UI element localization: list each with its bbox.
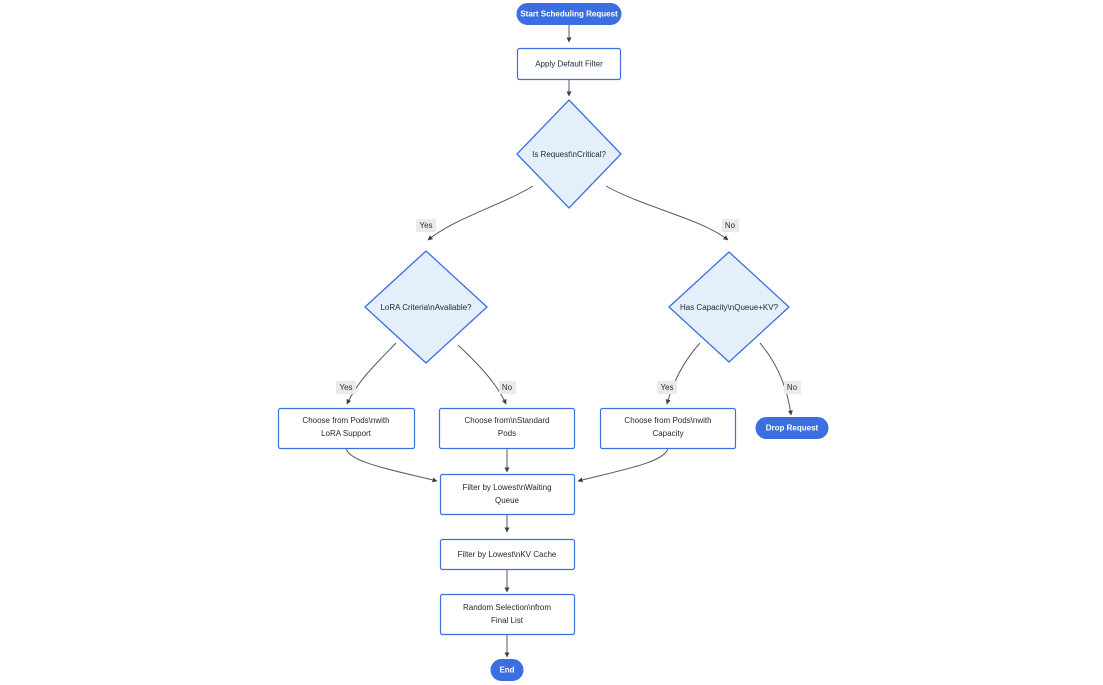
edge-label-text: Yes (419, 221, 432, 230)
node-filter-waiting-queue-shape[interactable] (439, 473, 576, 516)
node-drop-request-shape[interactable] (755, 417, 829, 439)
nodes-layer: Start Scheduling Request Apply Default F… (277, 3, 829, 681)
edge-label-text: Yes (339, 383, 352, 392)
edge-lora-yes-to-choose-lora (346, 342, 397, 405)
node-is-request-critical-shape[interactable] (516, 99, 622, 209)
edge-lora-no-to-choose-standard (457, 344, 507, 405)
edge-critical-yes-to-lora (427, 185, 534, 241)
edge-label-text: Yes (660, 383, 673, 392)
edge-labels-layer: Yes No Yes No Yes No (336, 219, 801, 394)
node-is-request-critical-label: Is Request\nCritical? (532, 150, 606, 159)
node-choose-capacity-pods-shape[interactable] (599, 407, 737, 450)
edge-label-lora-yes: Yes (336, 381, 356, 394)
edge-label-critical-yes: Yes (416, 219, 436, 232)
node-has-capacity-shape[interactable] (668, 251, 790, 363)
node-random-selection[interactable]: Random Selection\nfrom Final List (439, 593, 576, 636)
node-has-capacity-label: Has Capacity\nQueue+KV? (680, 303, 779, 312)
edge-choose-lora-to-filter-queue (345, 447, 438, 483)
edge-capacity-no-to-drop (759, 342, 793, 416)
node-has-capacity[interactable]: Has Capacity\nQueue+KV? (668, 251, 790, 363)
node-filter-waiting-queue-label-line2: Queue (495, 496, 520, 505)
node-lora-criteria-available[interactable]: LoRA Criteria\nAvailable? (364, 250, 488, 364)
node-start-shape[interactable] (516, 3, 622, 25)
node-choose-standard-pods[interactable]: Choose from\nStandard Pods (438, 407, 576, 450)
node-choose-standard-pods-label-line1: Choose from\nStandard (465, 416, 550, 425)
node-choose-lora-pods-shape[interactable] (277, 407, 416, 450)
node-choose-lora-pods-label-line2: LoRA Support (321, 429, 372, 438)
node-random-selection-label-line2: Final List (491, 616, 524, 625)
node-choose-capacity-pods-label-line1: Choose from Pods\nwith (624, 416, 711, 425)
node-filter-kv-cache-label: Filter by Lowest\nKV Cache (458, 550, 557, 559)
node-random-selection-shape[interactable] (439, 593, 576, 636)
edge-label-critical-no: No (722, 219, 739, 232)
node-filter-kv-cache[interactable]: Filter by Lowest\nKV Cache (439, 538, 576, 571)
edge-capacity-yes-to-choose-capacity (665, 342, 701, 405)
node-end-shape[interactable] (490, 659, 524, 681)
edge-label-text: No (725, 221, 736, 230)
node-start[interactable]: Start Scheduling Request (516, 3, 622, 25)
node-is-request-critical[interactable]: Is Request\nCritical? (516, 99, 622, 209)
node-end[interactable]: End (490, 659, 524, 681)
node-random-selection-label-line1: Random Selection\nfrom (463, 603, 551, 612)
node-lora-criteria-available-shape[interactable] (364, 250, 488, 364)
edge-label-text: No (502, 383, 513, 392)
edge-choose-capacity-to-filter-queue (577, 447, 669, 483)
node-filter-kv-cache-shape[interactable] (439, 538, 576, 571)
node-choose-capacity-pods[interactable]: Choose from Pods\nwith Capacity (599, 407, 737, 450)
node-apply-default-filter[interactable]: Apply Default Filter (516, 47, 622, 81)
edge-label-lora-no: No (499, 381, 516, 394)
node-drop-request-label: Drop Request (766, 424, 819, 433)
node-start-label: Start Scheduling Request (520, 10, 618, 19)
node-choose-capacity-pods-label-line2: Capacity (652, 429, 683, 438)
node-end-label: End (499, 666, 514, 675)
edge-label-text: No (787, 383, 798, 392)
node-choose-standard-pods-shape[interactable] (438, 407, 576, 450)
edge-label-capacity-yes: Yes (657, 381, 677, 394)
node-choose-lora-pods-label-line1: Choose from Pods\nwith (302, 416, 389, 425)
node-filter-waiting-queue-label-line1: Filter by Lowest\nWaiting (462, 483, 551, 492)
node-choose-standard-pods-label-line2: Pods (498, 429, 516, 438)
edge-critical-no-to-capacity (605, 185, 729, 241)
node-apply-default-filter-shape[interactable] (516, 47, 622, 81)
edges-layer (345, 25, 793, 658)
node-apply-default-filter-label: Apply Default Filter (535, 60, 603, 69)
node-lora-criteria-available-label: LoRA Criteria\nAvailable? (380, 303, 472, 312)
node-drop-request[interactable]: Drop Request (755, 417, 829, 439)
edge-label-capacity-no: No (784, 381, 801, 394)
node-choose-lora-pods[interactable]: Choose from Pods\nwith LoRA Support (277, 407, 416, 450)
node-filter-waiting-queue[interactable]: Filter by Lowest\nWaiting Queue (439, 473, 576, 516)
